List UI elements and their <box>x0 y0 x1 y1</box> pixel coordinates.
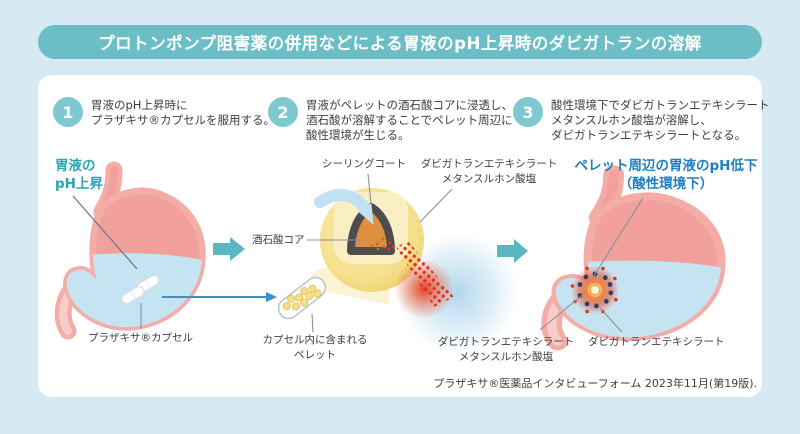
capsule-with-pellets <box>277 276 327 320</box>
step-2-text: 胃液がペレットの酒石酸コアに浸透し、 酒石酸が溶解することでペレット周辺に 酸性… <box>306 98 513 142</box>
tartaric-core-label: 酒石酸コア <box>252 234 305 246</box>
leader-line-drug-salt <box>419 188 453 223</box>
step-2: 2 胃液がペレットの酒石酸コアに浸透し、 酒石酸が溶解することでペレット周辺に … <box>268 97 513 143</box>
step-1-number-badge: 1 <box>53 97 83 127</box>
gastric-fluid-arrow-icon <box>314 189 374 225</box>
title-banner: プロトンポンプ阻害薬の併用などによる胃液のpH上昇時のダビガトランの溶解 <box>38 25 762 59</box>
source-citation: プラザキサ®医薬品インタビューフォーム 2023年11月(第19版). <box>433 377 757 390</box>
dissolving-drug-dots <box>387 241 395 251</box>
step-3: 3 酸性環境下でダビガトランエテキシラート メタンスルホン酸塩が溶解し、 ダビガ… <box>513 97 770 143</box>
free-drug-particles <box>570 266 618 314</box>
magnified-pellet <box>314 188 424 292</box>
right-stomach-illustration <box>536 174 724 355</box>
dissolving-pellet-site <box>570 266 619 314</box>
drug-salt-bottom-label: ダビガトランエテキシラート メタンスルホン酸塩 <box>437 336 575 363</box>
flow-arrow-2-icon <box>497 239 528 263</box>
left-stomach-illustration <box>50 170 204 344</box>
leader-line-pellets <box>311 313 314 333</box>
tartaric-core-texture <box>370 237 386 251</box>
leader-line-sealing-coat <box>367 173 372 205</box>
drug-salt-particles <box>577 271 614 309</box>
step-1: 1 胃液のpH上昇時に プラザキサ®カプセルを服用する。 <box>53 97 275 128</box>
capsule-pellets-label: カプセル内に含まれる ペレット <box>262 334 368 361</box>
step-1-text: 胃液のpH上昇時に プラザキサ®カプセルを服用する。 <box>91 98 275 127</box>
drug-release-stream <box>396 241 454 307</box>
leader-line-free-drug <box>599 307 623 333</box>
page-title: プロトンポンプ阻害薬の併用などによる胃液のpH上昇時のダビガトランの溶解 <box>98 34 702 53</box>
pradaxa-capsule-label: プラザキサ®カプセル <box>88 332 193 344</box>
capsule-pointer-arrow-icon <box>162 292 277 302</box>
flow-arrow-1-icon <box>213 237 245 261</box>
step-3-text: 酸性環境下でダビガトランエテキシラート メタンスルホン酸塩が溶解し、 ダビガトラ… <box>551 98 770 142</box>
drug-salt-label: ダビガトランエテキシラート メタンスルホン酸塩 <box>420 158 558 185</box>
ph-rise-label: 胃液の pH上昇 <box>55 158 103 192</box>
sealing-coat-label: シーリングコート <box>322 158 406 170</box>
step-3-number-badge: 3 <box>513 97 543 127</box>
capsule-in-stomach <box>121 275 160 304</box>
free-drug-label: ダビガトランエテキシラート <box>588 336 725 348</box>
leader-line-ph-drop <box>589 197 644 283</box>
leader-line-ph-rise <box>72 195 138 270</box>
step-2-number-badge: 2 <box>268 97 298 127</box>
ph-drop-label: ペレット周辺の胃液のpH低下 （酸性環境下） <box>574 158 758 192</box>
leader-line-salt <box>539 291 587 331</box>
